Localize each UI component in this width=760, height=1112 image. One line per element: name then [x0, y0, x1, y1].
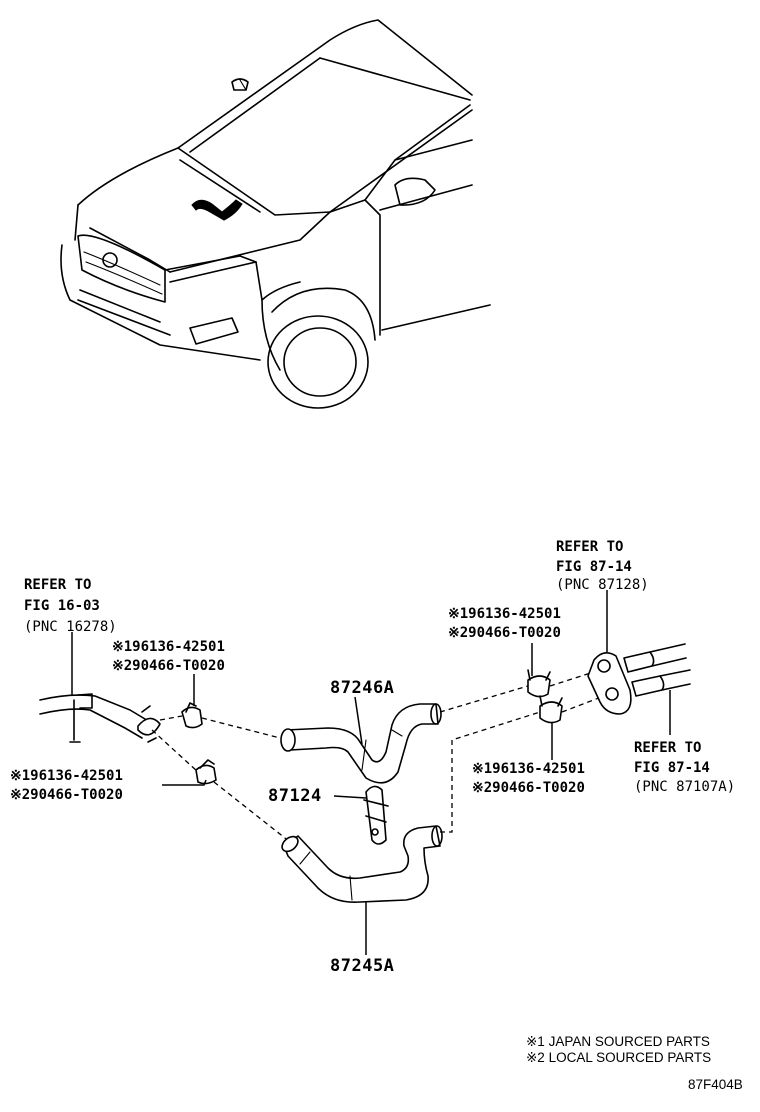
- clamp-mid-left-pn1: ※196136-42501: [10, 768, 123, 784]
- belt-line: [379, 184, 473, 211]
- front-bumper: [60, 244, 261, 361]
- cooler-fitting: [587, 643, 691, 715]
- a-pillar: [329, 104, 471, 213]
- hood-corner: [74, 204, 79, 241]
- roof-edge: [319, 57, 471, 101]
- clamp-top-left: [181, 702, 203, 729]
- refer-left-line2: FIG 16-03: [24, 598, 100, 614]
- clamp-top-right-pn2: ※290466-T0020: [448, 625, 561, 641]
- clamp-mid-right-pn2: ※290466-T0020: [472, 780, 585, 796]
- dash-pipe-to-upper-hose: [159, 715, 281, 739]
- clamp-top-left-pn2: ※290466-T0020: [112, 658, 225, 674]
- dash-upper-hose-to-cooler: [439, 669, 601, 713]
- rocker-line: [381, 304, 491, 331]
- leader-87124: [333, 795, 367, 799]
- refer-left-line1: REFER TO: [24, 577, 92, 593]
- side-window-top: [394, 139, 473, 161]
- refer-right-line3: (PNC 87107A): [634, 779, 736, 795]
- bracket-87124: [363, 785, 389, 845]
- hood-crease: [179, 159, 261, 213]
- door-front-edge: [364, 199, 381, 336]
- clamp-top-right: [527, 669, 551, 698]
- refer-top-right-line3: (PNC 87128): [556, 577, 649, 593]
- legend-note-japan: ※1 JAPAN SOURCED PARTS: [526, 1034, 710, 1049]
- windshield-lower: [177, 109, 473, 216]
- vehicle-illustration: [60, 19, 491, 409]
- clamp-top-left-pn1: ※196136-42501: [112, 639, 225, 655]
- refer-left-line3: (PNC 16278): [24, 619, 117, 635]
- front-tire: [267, 315, 369, 409]
- pipe-bracket: [77, 693, 93, 709]
- fender-lower: [261, 299, 281, 371]
- part-87246A-label: 87246A: [330, 678, 395, 698]
- pipe-end-fitting: [137, 717, 161, 736]
- lower-hose-87245A: [281, 825, 443, 904]
- grille-bar-2: [85, 261, 163, 295]
- refer-top-right-line1: REFER TO: [556, 539, 624, 555]
- emblem: [102, 252, 118, 268]
- engine-pipe-bottom: [39, 708, 143, 739]
- part-87245A-label: 87245A: [330, 956, 395, 976]
- hose-location-marker: [191, 199, 243, 221]
- fog-lamp: [189, 317, 239, 345]
- engine-pipe-top: [39, 694, 151, 723]
- part-87124-label: 87124: [268, 786, 322, 806]
- refer-right-line1: REFER TO: [634, 740, 702, 756]
- clamp-top-right-pn1: ※196136-42501: [448, 606, 561, 622]
- left-pipe-assembly: [39, 693, 161, 743]
- legend-note-local: ※2 LOCAL SOURCED PARTS: [526, 1050, 712, 1065]
- refer-top-right-line2: FIG 87-14: [556, 559, 632, 575]
- dash-pipe-to-lower-hose: [151, 729, 291, 843]
- figure-code: 87F404B: [688, 1077, 743, 1092]
- side-mirror: [394, 177, 436, 206]
- clamp-mid-left: [195, 759, 217, 785]
- pipe-flange: [141, 705, 157, 743]
- front-rim: [283, 327, 357, 397]
- wheel-arch: [271, 287, 376, 341]
- lower-grille: [79, 289, 161, 323]
- upper-hose-87246A: [280, 703, 442, 784]
- front-grille: [77, 234, 166, 303]
- roof-line: [177, 19, 473, 149]
- lower-grille-top: [77, 299, 171, 336]
- leader-clamp-mid-left: [162, 779, 207, 786]
- clamp-mid-right-pn1: ※196136-42501: [472, 761, 585, 777]
- clamp-mid-right: [539, 695, 563, 724]
- shark-fin-antenna: [231, 78, 249, 91]
- antenna: [239, 79, 247, 91]
- leader-87246A: [354, 696, 363, 745]
- mount-bolt: [69, 699, 81, 743]
- fender-line: [255, 261, 301, 301]
- hood-front-edge: [89, 227, 171, 273]
- clamp-mid-left-pn2: ※290466-T0020: [10, 787, 123, 803]
- windshield-frame: [189, 57, 321, 153]
- hood-rear-edge: [77, 147, 179, 206]
- dash-lower-hose-to-cooler: [440, 695, 605, 833]
- refer-right-line2: FIG 87-14: [634, 760, 710, 776]
- headlight: [164, 255, 257, 283]
- grille-bar-1: [83, 251, 161, 286]
